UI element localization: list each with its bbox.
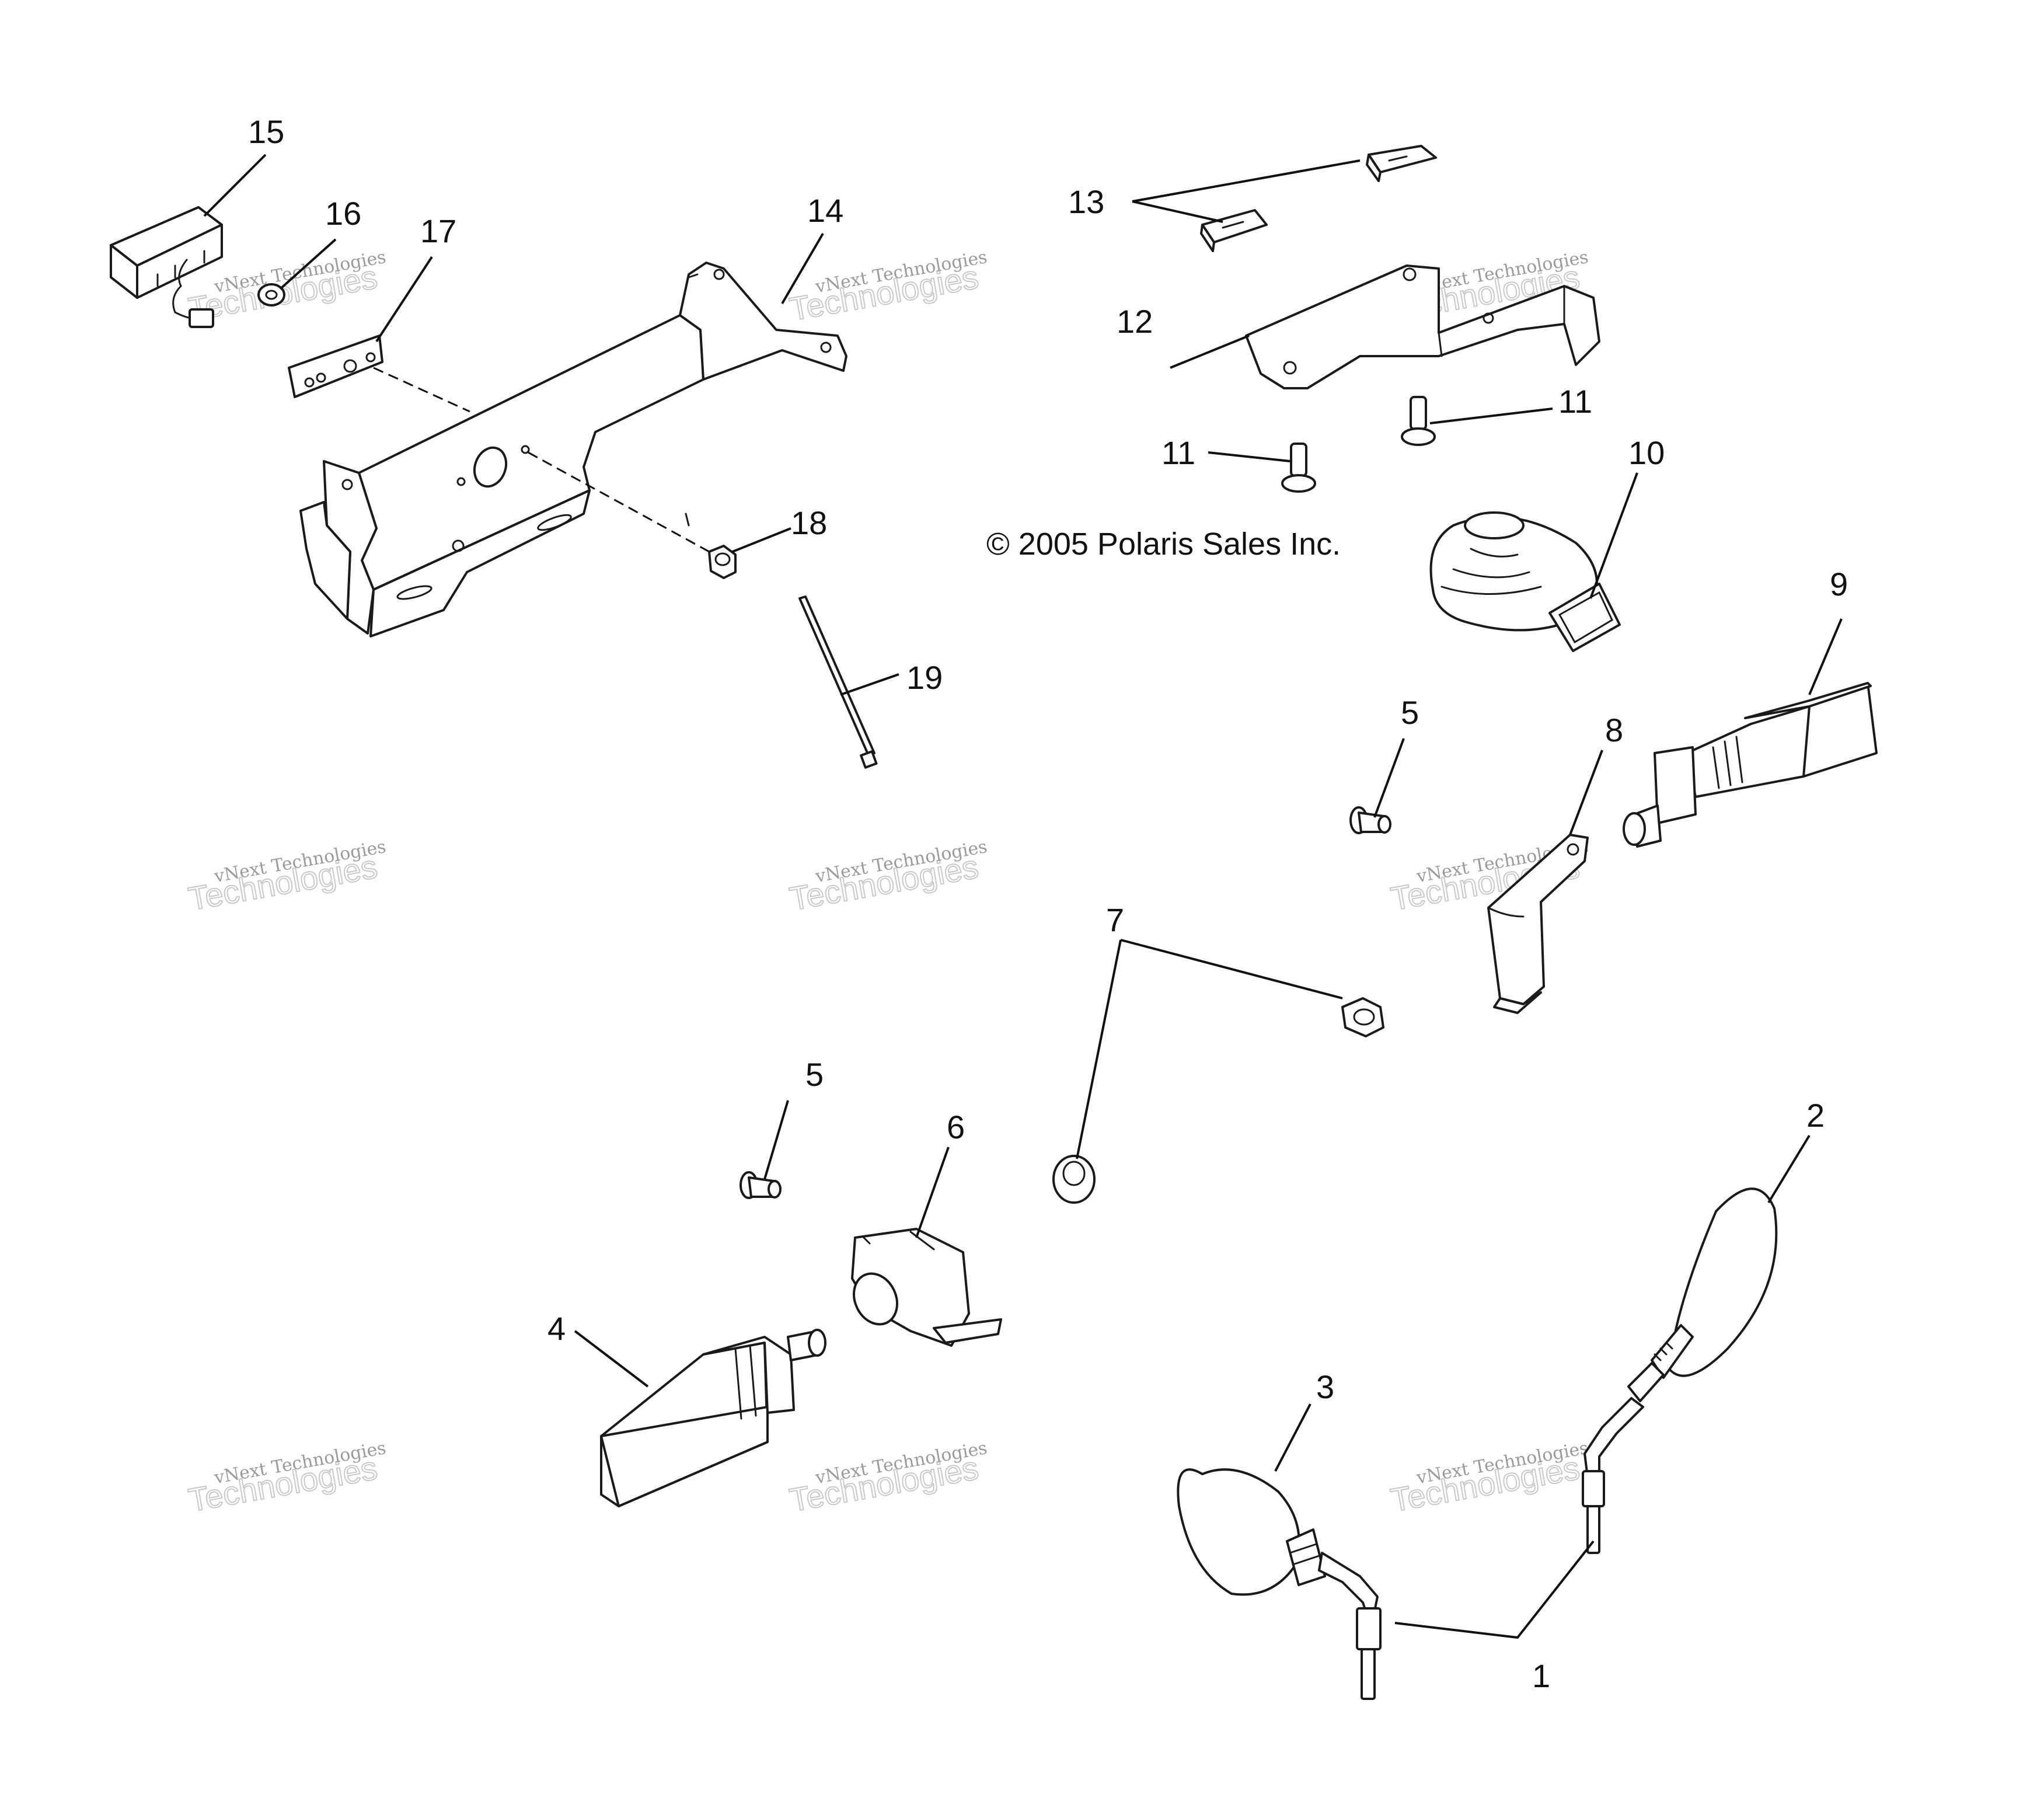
callout-3: 3 xyxy=(1316,1368,1334,1405)
part-2-mirror xyxy=(1582,1187,1778,1554)
callout-5-lower: 5 xyxy=(805,1056,824,1093)
callout-19: 19 xyxy=(906,659,943,696)
part-5-bolt-lower xyxy=(740,1171,782,1199)
part-3-mirror xyxy=(1177,1468,1382,1700)
part-10-horn xyxy=(1429,511,1621,652)
callout-2: 2 xyxy=(1806,1097,1825,1134)
callout-13: 13 xyxy=(1068,183,1104,220)
callout-5-upper: 5 xyxy=(1401,694,1419,731)
part-18-nut xyxy=(708,545,737,579)
callout-numbers: 15 16 17 14 18 19 13 12 11 11 10 9 5 8 7… xyxy=(248,113,1848,1694)
part-9-turn-signal xyxy=(1623,682,1878,848)
part-11-screw-b xyxy=(1281,443,1316,493)
part-7-nut-upper xyxy=(1341,997,1384,1037)
part-17-plate xyxy=(288,335,383,398)
assembly-line xyxy=(528,451,710,553)
part-12-bracket xyxy=(1245,264,1600,389)
callout-7: 7 xyxy=(1106,901,1124,938)
callout-8: 8 xyxy=(1605,712,1623,748)
copyright-text: © 2005 Polaris Sales Inc. xyxy=(986,527,1341,562)
callout-10: 10 xyxy=(1628,434,1665,471)
callout-16: 16 xyxy=(325,195,361,232)
callout-11-left: 11 xyxy=(1161,434,1195,471)
part-14-bracket xyxy=(299,262,847,638)
part-6-bracket xyxy=(851,1228,1002,1347)
part-7-nut-lower xyxy=(1052,1155,1096,1204)
callout-1: 1 xyxy=(1532,1657,1550,1694)
part-4-turn-signal xyxy=(600,1329,826,1507)
leader-lines xyxy=(203,154,1843,1639)
part-15-switch xyxy=(110,206,223,328)
assembly-line xyxy=(373,367,470,413)
callout-4: 4 xyxy=(547,1310,566,1347)
callout-9: 9 xyxy=(1830,566,1848,602)
callout-12: 12 xyxy=(1117,303,1153,340)
callout-15: 15 xyxy=(248,113,284,150)
callout-6: 6 xyxy=(947,1109,965,1145)
part-19-cable-tie xyxy=(798,595,878,769)
part-11-screw-a xyxy=(1401,396,1436,446)
part-16-grommet xyxy=(257,283,285,306)
callout-17: 17 xyxy=(420,213,456,249)
part-5-bolt-upper xyxy=(1349,806,1391,834)
part-13-clips xyxy=(1200,145,1437,252)
callout-18: 18 xyxy=(791,504,827,541)
callout-11-right: 11 xyxy=(1558,383,1592,420)
callout-14: 14 xyxy=(807,192,843,229)
part-8-bracket xyxy=(1487,834,1589,1014)
watermarks: Technologies vNext Technologies Technolo… xyxy=(185,247,1590,1519)
